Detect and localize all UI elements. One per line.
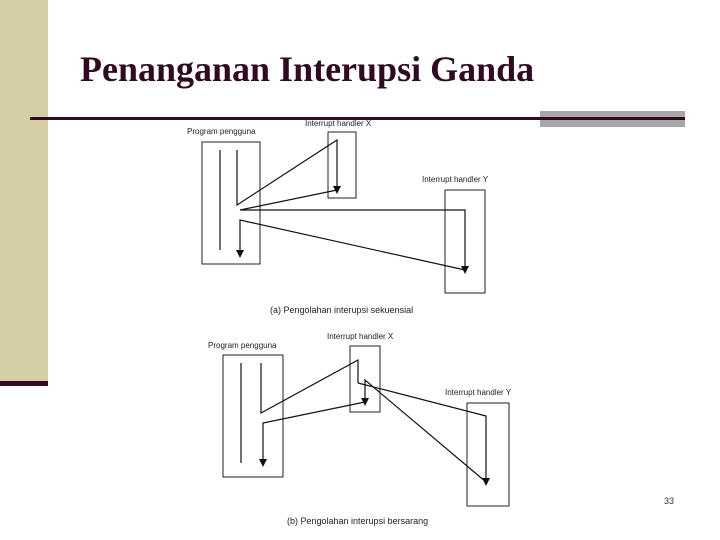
diagram-b-handler-x-box <box>349 345 381 413</box>
interrupt-diagram-figure: Program pengguna Interrupt handler X Int… <box>175 120 540 540</box>
diagram-a-handler-y-box <box>444 189 486 294</box>
diagram-b-caption: (b) Pengolahan interupsi bersarang <box>287 516 428 526</box>
diagram-b-flow-return-to-program <box>259 401 366 467</box>
diagram-a-handler-y-label: Interrupt handler Y <box>422 175 489 184</box>
diagram-b-flow-to-x <box>260 358 359 415</box>
diagram-a-flow-return <box>236 219 466 271</box>
diagram-a-program-box <box>201 141 261 265</box>
diagram-b-program-label: Program pengguna <box>208 341 277 350</box>
title-rule <box>30 117 685 120</box>
diagram-a-caption: (a) Pengolahan interupsi sekuensial <box>270 305 413 315</box>
left-band-underline <box>0 381 48 386</box>
diagram-a-handler-x-label: Interrupt handler X <box>305 120 372 128</box>
diagram-b-handler-x-label: Interrupt handler X <box>327 332 394 341</box>
page-number: 33 <box>664 496 675 506</box>
left-decorative-band <box>0 0 48 385</box>
diagram-b-flow-to-y <box>357 382 490 486</box>
diagram-b-program-box <box>222 354 284 478</box>
diagram-b-handler-y-label: Interrupt handler Y <box>445 388 512 397</box>
diagram-b-flow-return-to-x <box>361 378 487 483</box>
diagram-a: Program pengguna Interrupt handler X Int… <box>187 120 489 315</box>
diagram-a-flow-to-y <box>239 189 469 274</box>
diagram-b: Program pengguna Interrupt handler X Int… <box>208 332 512 526</box>
slide-title: Penanganan Interupsi Ganda <box>80 49 535 89</box>
diagram-a-handler-x-box <box>327 131 357 199</box>
diagram-a-flow-to-x <box>236 138 341 207</box>
diagram-b-handler-y-box <box>466 402 510 507</box>
diagram-a-program-label: Program pengguna <box>187 127 256 136</box>
interrupt-diagram-svg: Program pengguna Interrupt handler X Int… <box>187 120 512 526</box>
